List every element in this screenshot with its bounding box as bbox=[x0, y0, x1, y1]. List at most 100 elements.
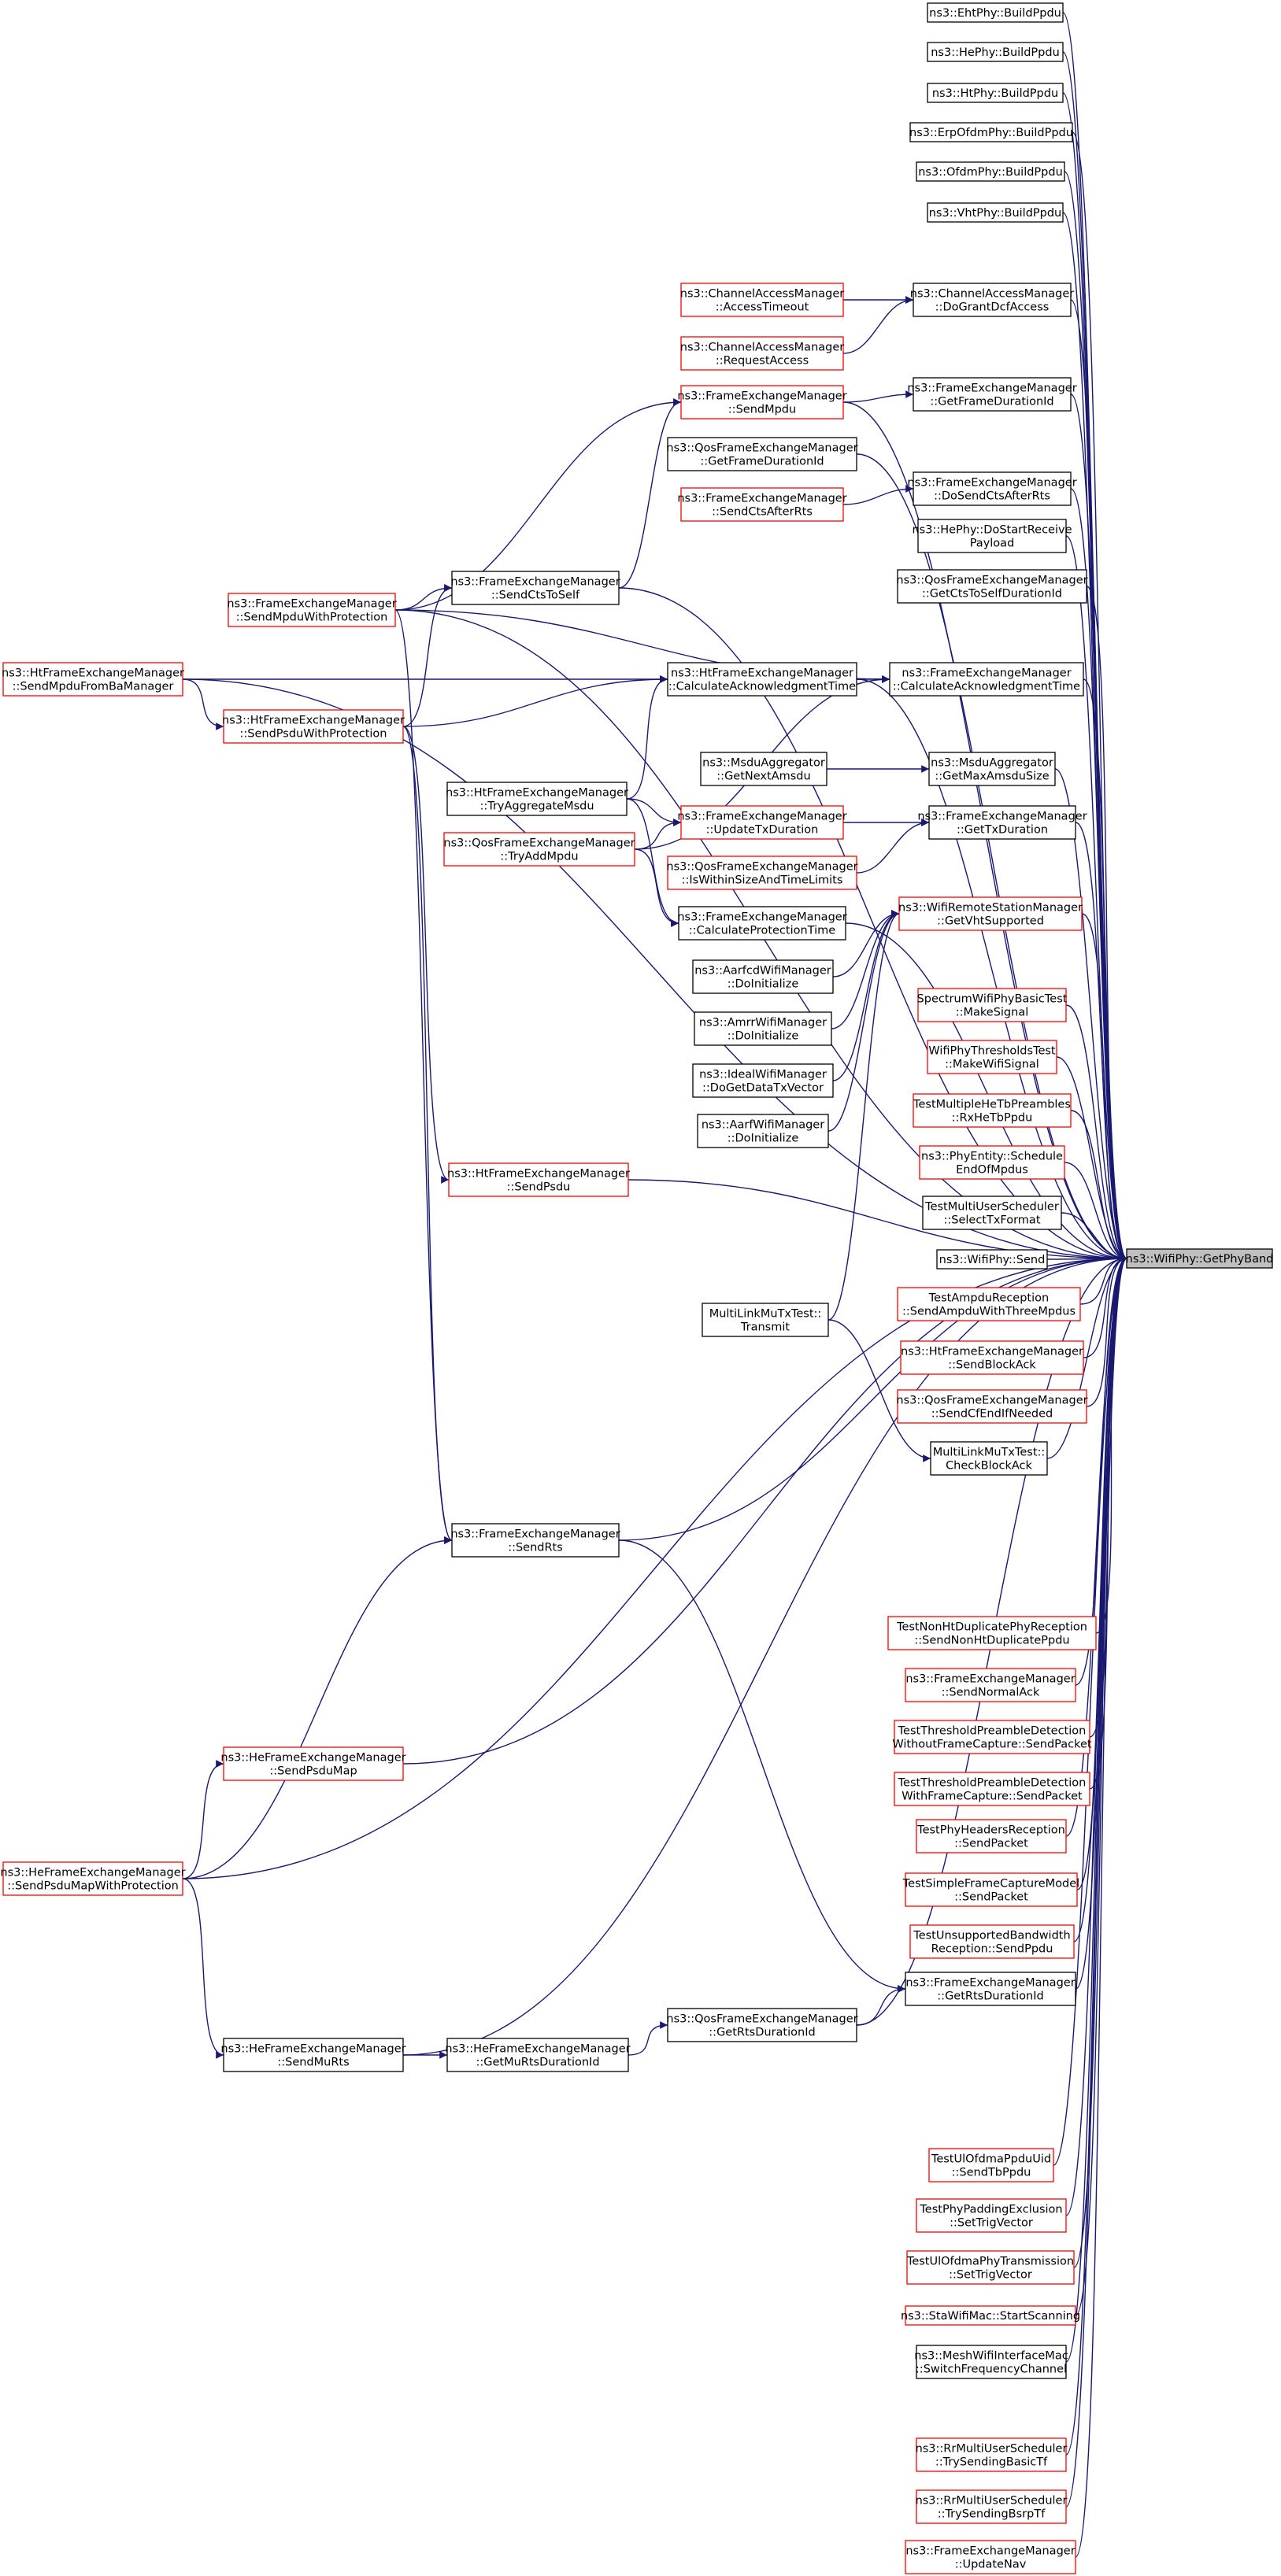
edge-fem_calcprot-to-target bbox=[845, 922, 1127, 1262]
node-fem-sendctstoself[interactable]: ns3::FrameExchangeManager::SendCtsToSelf bbox=[450, 571, 620, 605]
node-label-line: ns3::RrMultiUserScheduler bbox=[916, 2495, 1068, 2508]
edge-thresholds_makesignal-to-target bbox=[1056, 1056, 1127, 1262]
node-thresholds-makesignal[interactable]: WifiPhyThresholdsTest::MakeWifiSignal bbox=[927, 1040, 1057, 1074]
node-ofdm-buildppdu[interactable]: ns3::OfdmPhy::BuildPpdu bbox=[916, 161, 1065, 182]
node-phyheaders-send[interactable]: TestPhyHeadersReception::SendPacket bbox=[916, 1819, 1067, 1853]
node-label-line: ns3::HtPhy::BuildPpdu bbox=[932, 87, 1058, 100]
node-ideal-dogettx[interactable]: ns3::IdealWifiManager::DoGetDataTxVector bbox=[692, 1063, 834, 1098]
node-fem-sendmpdu[interactable]: ns3::FrameExchangeManager::SendMpdu bbox=[677, 385, 847, 419]
node-label-line: ns3::HtFrameExchangeManager bbox=[446, 787, 628, 800]
node-cam-accesstimeout[interactable]: ns3::ChannelAccessManager::AccessTimeout bbox=[680, 283, 845, 317]
node-box bbox=[223, 2038, 404, 2072]
node-htfem-calcack[interactable]: ns3::HtFrameExchangeManager::CalculateAc… bbox=[667, 662, 857, 697]
node-rr-bsrptf[interactable]: ns3::RrMultiUserScheduler::TrySendingBsr… bbox=[916, 2489, 1068, 2524]
edge-htfem_sendblockack-to-target bbox=[1083, 1255, 1127, 1358]
node-fem-sendnormalack[interactable]: ns3::FrameExchangeManager::SendNormalAck bbox=[905, 1668, 1076, 1702]
node-rr-basictf[interactable]: ns3::RrMultiUserScheduler::TrySendingBas… bbox=[916, 2437, 1068, 2472]
edge-htfem_tryaggr-to-fem_calcprot bbox=[626, 798, 679, 927]
node-box bbox=[900, 1340, 1084, 1375]
node-box bbox=[928, 2148, 1054, 2182]
node-label-line: ::SendCtsAfterRts bbox=[712, 506, 813, 519]
node-sta-startscan[interactable]: ns3::StaWifiMac::StartScanning bbox=[901, 2305, 1080, 2326]
node-ampdu-send[interactable]: TestAmpduReception::SendAmpduWithThreeMp… bbox=[897, 1287, 1081, 1321]
node-label-line: ns3::AarfcdWifiManager bbox=[694, 965, 831, 978]
node-nonht-send[interactable]: TestNonHtDuplicatePhyReception::SendNonH… bbox=[887, 1616, 1097, 1650]
node-eht-buildppdu[interactable]: ns3::EhtPhy::BuildPpdu bbox=[927, 2, 1064, 23]
node-hefem-getmurtsdur[interactable]: ns3::HeFrameExchangeManager::GetMuRtsDur… bbox=[445, 2038, 631, 2072]
node-padding-settrig[interactable]: TestPhyPaddingExclusion::SetTrigVector bbox=[916, 2198, 1067, 2233]
node-qfem-getctstoself[interactable]: ns3::QosFrameExchangeManager::GetCtsToSe… bbox=[896, 569, 1088, 604]
edge-qfem_sendcfend-to-target bbox=[1086, 1255, 1127, 1407]
node-fem-updatetx[interactable]: ns3::FrameExchangeManager::UpdateTxDurat… bbox=[677, 805, 847, 840]
node-cam-requestaccess[interactable]: ns3::ChannelAccessManager::RequestAccess bbox=[680, 336, 845, 371]
node-hefem-sendpsdumap[interactable]: ns3::HeFrameExchangeManager::SendPsduMap bbox=[220, 1746, 406, 1781]
node-qfem-sendcfend[interactable]: ns3::QosFrameExchangeManager::SendCfEndI… bbox=[896, 1389, 1088, 1424]
node-wrsm-getvht[interactable]: ns3::WifiRemoteStationManager::GetVhtSup… bbox=[898, 896, 1083, 931]
node-aarfcd-doinit[interactable]: ns3::AarfcdWifiManager::DoInitialize bbox=[692, 959, 834, 994]
node-fem-sendctsafterrts[interactable]: ns3::FrameExchangeManager::SendCtsAfterR… bbox=[677, 487, 847, 522]
edge-phyentity_schedule-to-target bbox=[1064, 1162, 1127, 1262]
node-msdu-getnext[interactable]: ns3::MsduAggregator::GetNextAmsdu bbox=[700, 752, 827, 786]
node-label-line: ns3::ChannelAccessManager bbox=[910, 288, 1075, 301]
node-fem-gettxdur[interactable]: ns3::FrameExchangeManager::GetTxDuration bbox=[917, 805, 1087, 840]
node-mlmu-transmit[interactable]: MultiLinkMuTxTest::Transmit bbox=[702, 1303, 829, 1337]
node-label-line: ::SendPsduMap bbox=[269, 1765, 357, 1778]
edge-fem_sendmpduwp-to-fem_sendctstoself bbox=[394, 584, 453, 611]
node-qfem-tryaddmpdu[interactable]: ns3::QosFrameExchangeManager::TryAddMpdu bbox=[443, 832, 635, 867]
node-htfem-sendmpdufromba[interactable]: ns3::HtFrameExchangeManager::SendMpduFro… bbox=[2, 662, 184, 697]
node-label-line: ns3::IdealWifiManager bbox=[699, 1069, 827, 1081]
node-fem-getframedur[interactable]: ns3::FrameExchangeManager::GetFrameDurat… bbox=[907, 377, 1077, 412]
edge-htfem_sendmpdufromba-to-htfem_sendpsduwp bbox=[182, 678, 224, 730]
node-mesh-switch[interactable]: ns3::MeshWifiInterfaceMac::SwitchFrequen… bbox=[914, 2345, 1068, 2379]
node-thr-without[interactable]: TestThresholdPreambleDetectionWithoutFra… bbox=[892, 1720, 1092, 1754]
node-vht-buildppdu[interactable]: ns3::VhtPhy::BuildPpdu bbox=[927, 202, 1064, 223]
node-fem-calcack[interactable]: ns3::FrameExchangeManager::CalculateAckn… bbox=[889, 662, 1084, 697]
node-he-buildppdu[interactable]: ns3::HePhy::BuildPpdu bbox=[927, 42, 1064, 62]
node-wifiphy-send[interactable]: ns3::WifiPhy::Send bbox=[936, 1249, 1048, 1270]
node-label-line: TestPhyPaddingExclusion bbox=[919, 2204, 1062, 2216]
node-qfem-getframedur[interactable]: ns3::QosFrameExchangeManager::GetFrameDu… bbox=[666, 437, 858, 471]
node-label-line: ::SendBlockAck bbox=[948, 1359, 1036, 1372]
node-ulofdma-sendtb[interactable]: TestUlOfdmaPpduUid::SendTbPpdu bbox=[928, 2148, 1054, 2182]
node-label-line: ns3::ErpOfdmPhy::BuildPpdu bbox=[909, 127, 1073, 139]
node-htfem-sendblockack[interactable]: ns3::HtFrameExchangeManager::SendBlockAc… bbox=[900, 1340, 1084, 1375]
node-ht-buildppdu[interactable]: ns3::HtPhy::BuildPpdu bbox=[927, 83, 1064, 103]
node-multiple-rxhe[interactable]: TestMultipleHeTbPreambles::RxHeTbPpdu bbox=[913, 1093, 1072, 1128]
node-msdu-getmax[interactable]: ns3::MsduAggregator::GetMaxAmsduSize bbox=[928, 752, 1056, 786]
node-htfem-tryaggr[interactable]: ns3::HtFrameExchangeManager::TryAggregat… bbox=[446, 782, 628, 816]
node-label-line: EndOfMpdus bbox=[956, 1164, 1028, 1177]
node-label-line: ::SendMpduFromBaManager bbox=[13, 681, 174, 693]
node-erp-buildppdu[interactable]: ns3::ErpOfdmPhy::BuildPpdu bbox=[909, 122, 1073, 142]
node-fem-updatenav[interactable]: ns3::FrameExchangeManager::UpdateNav bbox=[905, 2540, 1076, 2574]
node-simplecapture-send[interactable]: TestSimpleFrameCaptureModel::SendPacket bbox=[902, 1872, 1079, 1907]
node-mus-selecttx[interactable]: TestMultiUserScheduler::SelectTxFormat bbox=[922, 1196, 1062, 1230]
node-hefem-sendmurts[interactable]: ns3::HeFrameExchangeManager::SendMuRts bbox=[220, 2038, 406, 2072]
node-fem-sendrts[interactable]: ns3::FrameExchangeManager::SendRts bbox=[450, 1523, 620, 1558]
node-label-line: ::SendCtsToSelf bbox=[491, 589, 580, 602]
node-htfem-sendpsdu[interactable]: ns3::HtFrameExchangeManager::SendPsdu bbox=[447, 1162, 630, 1197]
node-hefem-sendpsdumapwp[interactable]: ns3::HeFrameExchangeManager::SendPsduMap… bbox=[0, 1861, 186, 1896]
node-ulofdmaphy-settrig[interactable]: TestUlOfdmaPhyTransmission::SetTrigVecto… bbox=[906, 2250, 1075, 2285]
node-box bbox=[905, 2540, 1076, 2574]
node-unsupported-send[interactable]: TestUnsupportedBandwidthReception::SendP… bbox=[909, 1924, 1075, 1959]
node-fem-dosendcts[interactable]: ns3::FrameExchangeManager::DoSendCtsAfte… bbox=[907, 471, 1077, 506]
node-qfem-getrtsdur[interactable]: ns3::QosFrameExchangeManager::GetRtsDura… bbox=[666, 2008, 858, 2042]
node-thr-with[interactable]: TestThresholdPreambleDetectionWithFrameC… bbox=[894, 1772, 1090, 1806]
node-fem-getrtsdur[interactable]: ns3::FrameExchangeManager::GetRtsDuratio… bbox=[905, 1972, 1076, 2006]
node-fem-sendmpduwp[interactable]: ns3::FrameExchangeManager::SendMpduWithP… bbox=[227, 593, 397, 627]
node-qfem-iswithin[interactable]: ns3::QosFrameExchangeManager::IsWithinSi… bbox=[666, 856, 858, 890]
node-htfem-sendpsduwp[interactable]: ns3::HtFrameExchangeManager::SendPsduWit… bbox=[222, 709, 405, 744]
node-aarf-doinit[interactable]: ns3::AarfWifiManager::DoInitialize bbox=[697, 1114, 829, 1148]
node-amrr-doinit[interactable]: ns3::AmrrWifiManager::DoInitialize bbox=[694, 1011, 832, 1046]
node-spectrum-makesignal[interactable]: SpectrumWifiPhyBasicTest::MakeSignal bbox=[917, 988, 1068, 1022]
node-box bbox=[223, 1746, 404, 1781]
node-box bbox=[897, 1287, 1081, 1321]
node-fem-calcprot[interactable]: ns3::FrameExchangeManager::CalculateProt… bbox=[677, 906, 847, 941]
node-box bbox=[700, 752, 827, 786]
edge-cam_dogrant-to-target bbox=[1070, 299, 1127, 1262]
node-cam-dogrant[interactable]: ns3::ChannelAccessManager::DoGrantDcfAcc… bbox=[910, 283, 1075, 317]
edge-fem_sendrts-to-fem_getrtsdur bbox=[618, 1539, 906, 1993]
node-mlmu-checkba[interactable]: MultiLinkMuTxTest::CheckBlockAck bbox=[930, 1441, 1048, 1476]
